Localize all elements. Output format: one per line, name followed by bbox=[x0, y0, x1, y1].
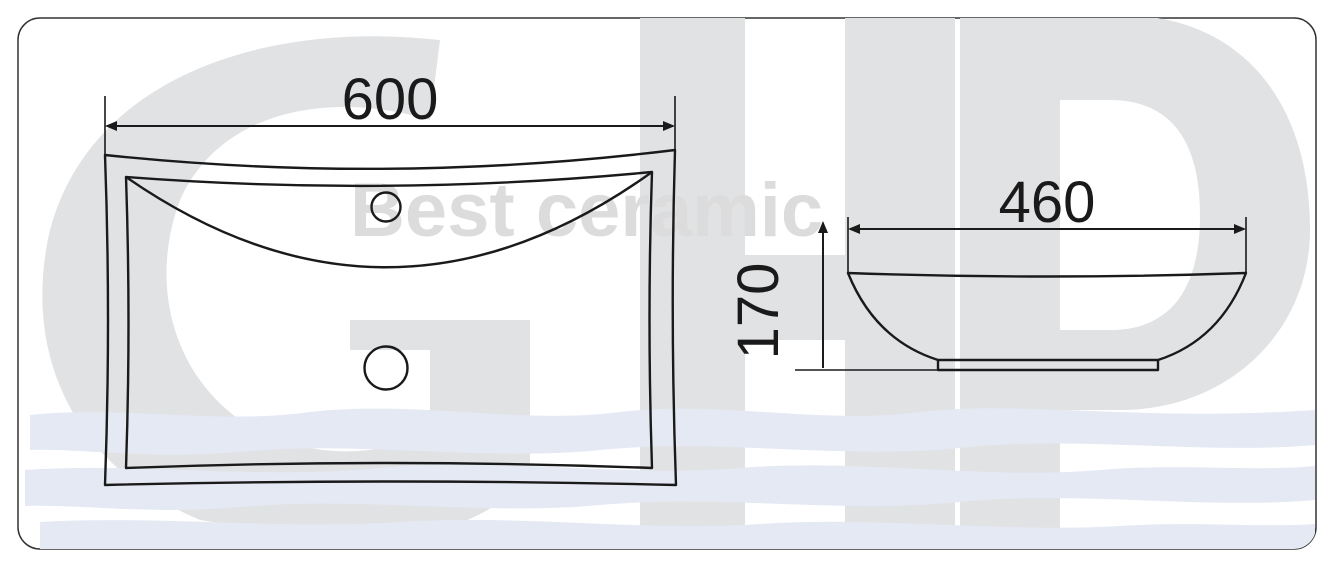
drain-hole bbox=[363, 345, 409, 391]
dimension-width-600 bbox=[104, 96, 676, 155]
watermark-brand-text: Best ceramic bbox=[350, 168, 823, 253]
basin-deck-curve bbox=[125, 171, 653, 269]
basin-side-view bbox=[846, 271, 1248, 372]
watermark-letter-p bbox=[960, 18, 1310, 540]
watermark-letter-h bbox=[640, 18, 955, 540]
tap-hole bbox=[370, 191, 402, 223]
basin-top-view bbox=[103, 148, 678, 487]
dimension-label-600: 600 bbox=[342, 67, 439, 132]
dimension-label-170: 170 bbox=[726, 263, 791, 360]
basin-outer-outline bbox=[103, 148, 678, 487]
basin-inner-outline bbox=[124, 170, 654, 470]
dimension-label-460: 460 bbox=[999, 170, 1096, 235]
basin-side-base bbox=[936, 360, 1160, 372]
watermark-waves bbox=[25, 408, 1315, 549]
dimension-width-460 bbox=[847, 217, 1247, 273]
basin-side-profile bbox=[846, 271, 1248, 362]
